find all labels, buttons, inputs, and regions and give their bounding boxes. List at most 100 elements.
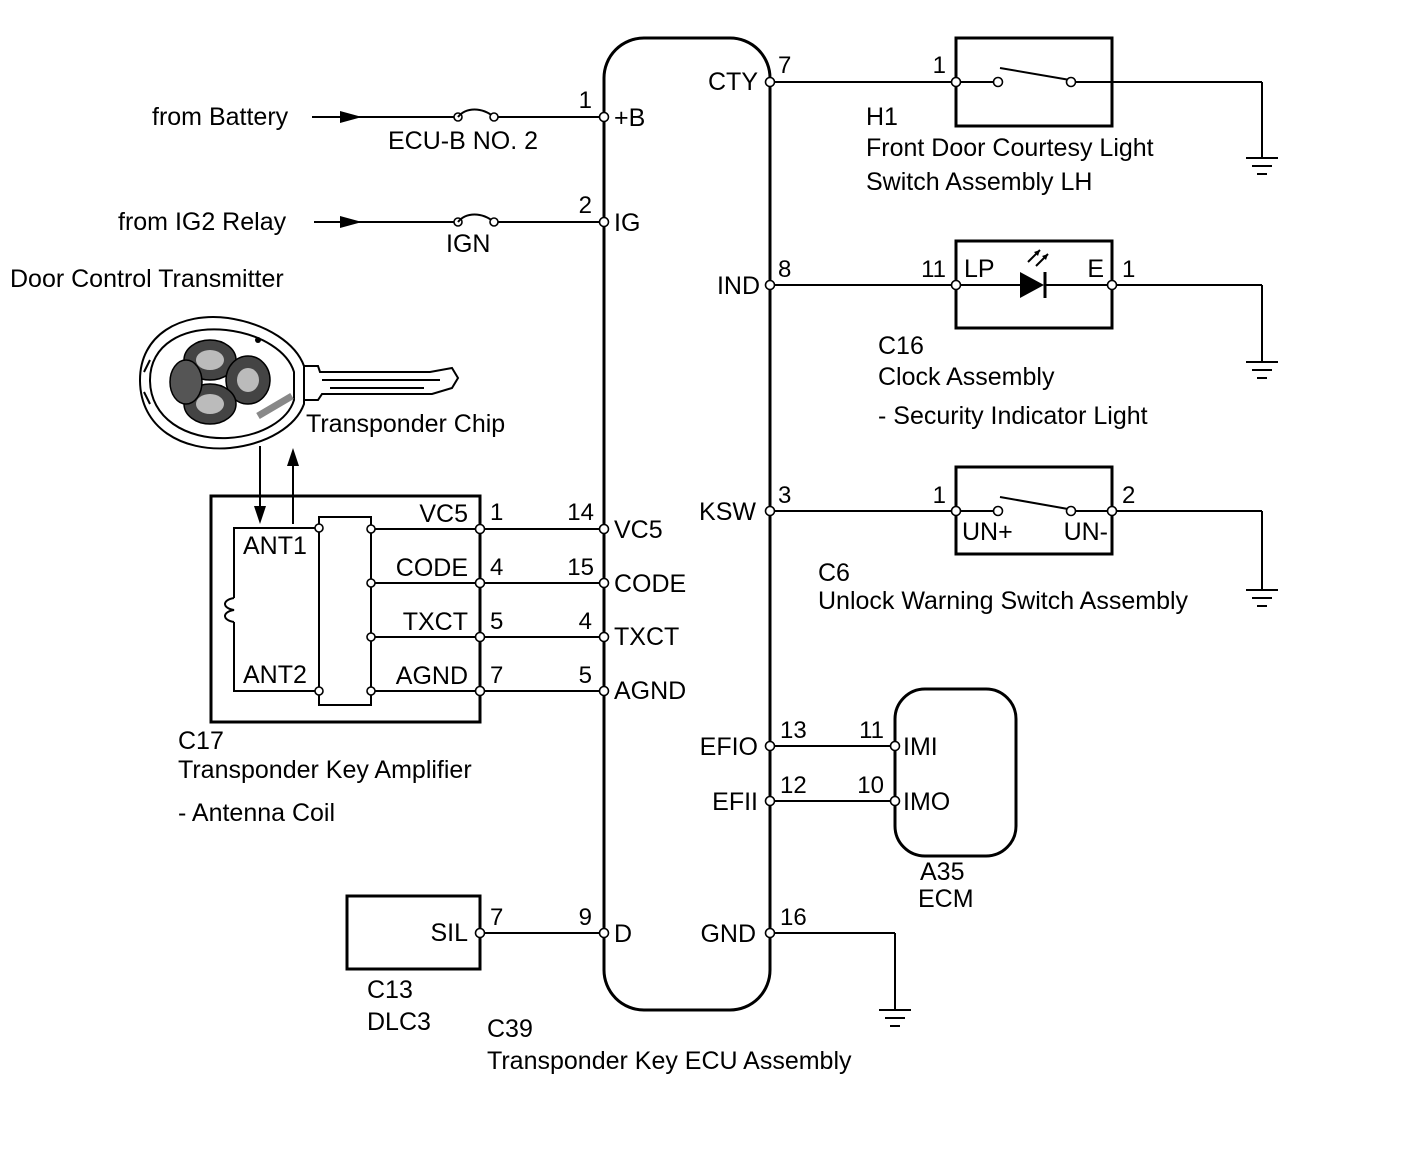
pin-number: 7 [490,662,503,689]
pin-number: 9 [579,904,592,931]
courtesy-name-line2: Switch Assembly LH [866,168,1092,196]
ground-icon [1246,589,1278,607]
terminal-dot [764,76,776,88]
switch-contact-icon [999,67,1071,81]
key-icon [138,316,460,450]
terminal-dot [598,631,610,643]
terminal-dot [598,111,610,123]
unlock-warning-switch: 1 2 UN+ UN- C6 Unlock Warning Switch Ass… [774,465,1278,615]
fuse-icon [457,213,495,223]
courtesy-light-switch: 1 H1 Front Door Courtesy Light Switch As… [774,36,1278,196]
terminal-dot [474,927,486,939]
terminal-dot [764,927,776,939]
transponder-chip-label: Transponder Chip [306,410,505,438]
terminal-dot [1106,279,1118,291]
terminal-dot [889,795,901,807]
ecu-name: Transponder Key ECU Assembly [487,1047,852,1075]
amp-terminal-label: VC5 [419,500,468,528]
ecm-name: ECM [918,885,974,913]
ground-icon [879,1009,911,1027]
un-minus-label: UN- [1064,518,1108,546]
pin-number: 1 [1122,256,1135,283]
pin-number: 8 [778,256,791,283]
terminal-label: EFIO [700,733,758,761]
pin-number: 4 [579,608,592,635]
terminal-label: GND [700,920,756,948]
terminal-label: IG [614,209,640,237]
clock-assembly: 11 LP E 1 C16 Clock Assembly - Security … [774,239,1278,430]
pin-number: 4 [490,554,503,581]
lp-label: LP [964,255,995,283]
pin-number: 1 [933,482,946,509]
door-control-transmitter: Door Control Transmitter Transponder Chi… [10,265,505,524]
antenna-coil-icon [224,597,235,623]
pin-number: 1 [490,499,503,526]
unlock-code: C6 [818,559,850,587]
ig-supply: from IG2 Relay IGN [118,208,604,258]
ecu-ground [774,932,911,1027]
pin-number: 13 [780,717,807,744]
pin-number: 7 [778,52,791,79]
dlc-name: DLC3 [367,1008,431,1036]
amplifier-name: Transponder Key Amplifier [178,756,472,784]
terminal-dot [764,505,776,517]
ground-icon [1246,157,1278,175]
terminal-dot [474,631,486,643]
pin-number: 1 [579,87,592,114]
terminal-dot [889,740,901,752]
amp-terminal-label: CODE [396,554,468,582]
amplifier-sub: - Antenna Coil [178,799,335,827]
terminal-label: IND [717,272,760,300]
terminal-dot [598,685,610,697]
pin-number: 7 [490,904,503,931]
terminal-label: CODE [614,570,686,598]
ecu-code: C39 [487,1015,533,1043]
ecm: 11 10 IMI IMO A35 ECM [774,687,1018,913]
pin-number: 11 [921,256,946,283]
amplifier-code: C17 [178,727,224,755]
arrow-right-icon [340,111,362,123]
terminal-label: +B [614,104,645,132]
pin-number: 11 [859,717,884,744]
battery-label: from Battery [152,103,289,131]
ig-fuse-label: IGN [446,230,490,258]
pin-number: 14 [567,499,594,526]
battery-fuse-label: ECU-B NO. 2 [388,127,538,155]
terminal-dot [474,685,486,697]
terminal-dot [598,577,610,589]
terminal-label: VC5 [614,516,663,544]
ecu-left-terminals: 1 +B 2 IG 14 VC5 15 CODE 4 TXCT 5 AGND 9… [567,87,686,948]
arrow-down-icon [254,506,266,524]
clock-code: C16 [878,332,924,360]
terminal-label: AGND [614,677,686,705]
battery-supply: from Battery ECU-B NO. 2 [152,103,604,155]
terminal-dot [1106,505,1118,517]
dlc3-connector: SIL 7 C13 DLC3 [345,894,600,1036]
terminal-dot [950,279,962,291]
ecu-right-terminals: CTY 7 IND 8 KSW 3 EFIO 13 EFII 12 GND 16 [699,52,807,948]
ground-icon [1246,361,1278,379]
pin-number: 5 [579,662,592,689]
terminal-dot [764,740,776,752]
ant2-label: ANT2 [243,661,307,689]
amp-terminal-label: AGND [396,662,468,690]
terminal-label: D [614,920,632,948]
clock-name: Clock Assembly [878,363,1055,391]
dlc-terminal-label: SIL [430,919,468,947]
un-plus-label: UN+ [962,518,1013,546]
terminal-label: EFII [712,788,758,816]
amp-terminal-label: TXCT [403,608,468,636]
pin-number: 5 [490,608,503,635]
terminal-label: CTY [708,68,758,96]
led-icon [1020,249,1049,298]
pin-number: 10 [857,772,884,799]
transponder-key-amplifier: ANT1 ANT2 VC5 CODE TXCT AGND 1 4 5 7 C17… [178,494,600,827]
fuse-icon [457,108,495,118]
pin-number: 3 [778,482,791,509]
terminal-label: TXCT [614,623,679,651]
terminal-dot [598,927,610,939]
terminal-label: KSW [699,498,756,526]
terminal-dot [474,523,486,535]
imi-label: IMI [903,733,938,761]
